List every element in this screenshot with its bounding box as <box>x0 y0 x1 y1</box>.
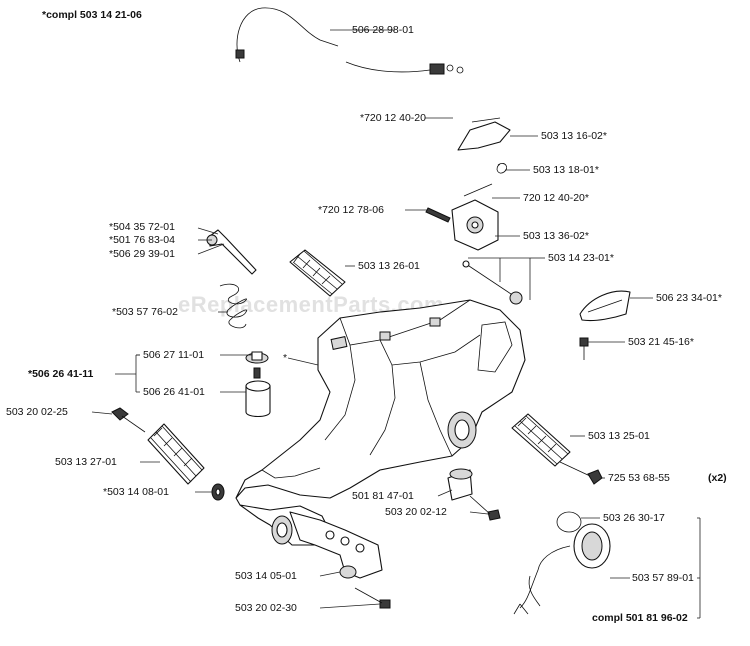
bolt-503-20-02-12 <box>469 495 501 521</box>
washer <box>211 483 225 501</box>
grip-plate <box>579 290 631 322</box>
label-503-13-16-02: 503 13 16-02* <box>541 130 607 142</box>
pin-assembly <box>206 229 257 275</box>
label-503-20-02-30: 503 20 02-30 <box>235 602 297 614</box>
fuel-cap-assembly <box>513 511 611 615</box>
buffer-stack <box>245 351 271 418</box>
label-504-35-72-01: *504 35 72-01 <box>109 221 175 233</box>
front-bracket <box>271 511 383 579</box>
label-501-81-47-01: 501 81 47-01 <box>352 490 414 502</box>
bolt-503-20-02-30 <box>354 587 391 609</box>
label-501-76-83-04: *501 76 83-04 <box>109 234 175 246</box>
bolt-725-53-68-55 <box>559 461 603 485</box>
label-x2: (x2) <box>708 472 727 484</box>
main-housing <box>235 299 526 546</box>
label-503-20-02-12: 503 20 02-12 <box>385 506 447 518</box>
av-buffer-right <box>511 413 571 467</box>
label-720-12-40-20-mid: 720 12 40-20* <box>523 192 589 204</box>
rubber-damper <box>447 468 473 501</box>
label-506-26-41-11: *506 26 41-11 <box>28 368 94 380</box>
label-503-13-18-01: 503 13 18-01* <box>533 164 599 176</box>
label-503-14-08-01: *503 14 08-01 <box>103 486 169 498</box>
label-503-13-26-01: 503 13 26-01 <box>358 260 420 272</box>
label-503-14-23-01: 503 14 23-01* <box>548 252 614 264</box>
label-503-20-02-25: 503 20 02-25 <box>6 406 68 418</box>
label-503-13-25-01: 503 13 25-01 <box>588 430 650 442</box>
label-503-57-89-01: 503 57 89-01 <box>632 572 694 584</box>
label-720-12-78-06: *720 12 78-06 <box>318 204 384 216</box>
label-506-28-98-01: 506 28 98-01 <box>352 24 414 36</box>
pivot-pin <box>462 260 523 305</box>
label-503-13-27-01: 503 13 27-01 <box>55 456 117 468</box>
label-725-53-68-55: 725 53 68-55 <box>608 472 670 484</box>
throttle-cable <box>235 7 464 75</box>
av-buffer-left <box>147 423 205 485</box>
label-compl-501-81-96-02: compl 501 81 96-02 <box>592 612 688 624</box>
leader-lines <box>91 29 701 619</box>
label-503-26-30-17: 503 26 30-17 <box>603 512 665 524</box>
label-503-21-45-16: 503 21 45-16* <box>628 336 694 348</box>
bolt-503-20-02-25 <box>111 407 146 433</box>
bolt-503-21-45-16 <box>579 337 589 360</box>
coil-spring <box>219 283 248 329</box>
label-housing-star: * <box>283 352 287 364</box>
label-506-27-11-01: 506 27 11-01 <box>143 349 204 361</box>
label-506-23-34-01: 506 23 34-01* <box>656 292 722 304</box>
label-503-57-76-02: *503 57 76-02 <box>112 306 178 318</box>
label-506-29-39-01: *506 29 39-01 <box>109 248 175 260</box>
label-503-13-36-02: 503 13 36-02* <box>523 230 589 242</box>
label-compl-503-14-21-06: *compl 503 14 21-06 <box>42 9 142 21</box>
av-buffer-top <box>289 249 346 297</box>
label-720-12-40-20-top: *720 12 40-20 <box>360 112 426 124</box>
label-503-14-05-01: 503 14 05-01 <box>235 570 297 582</box>
label-506-26-41-01: 506 26 41-01 <box>143 386 205 398</box>
throttle-block <box>425 183 499 251</box>
trigger-lever <box>457 117 511 174</box>
part-labels: *compl 503 14 21-06 506 28 98-01 *720 12… <box>6 9 727 624</box>
